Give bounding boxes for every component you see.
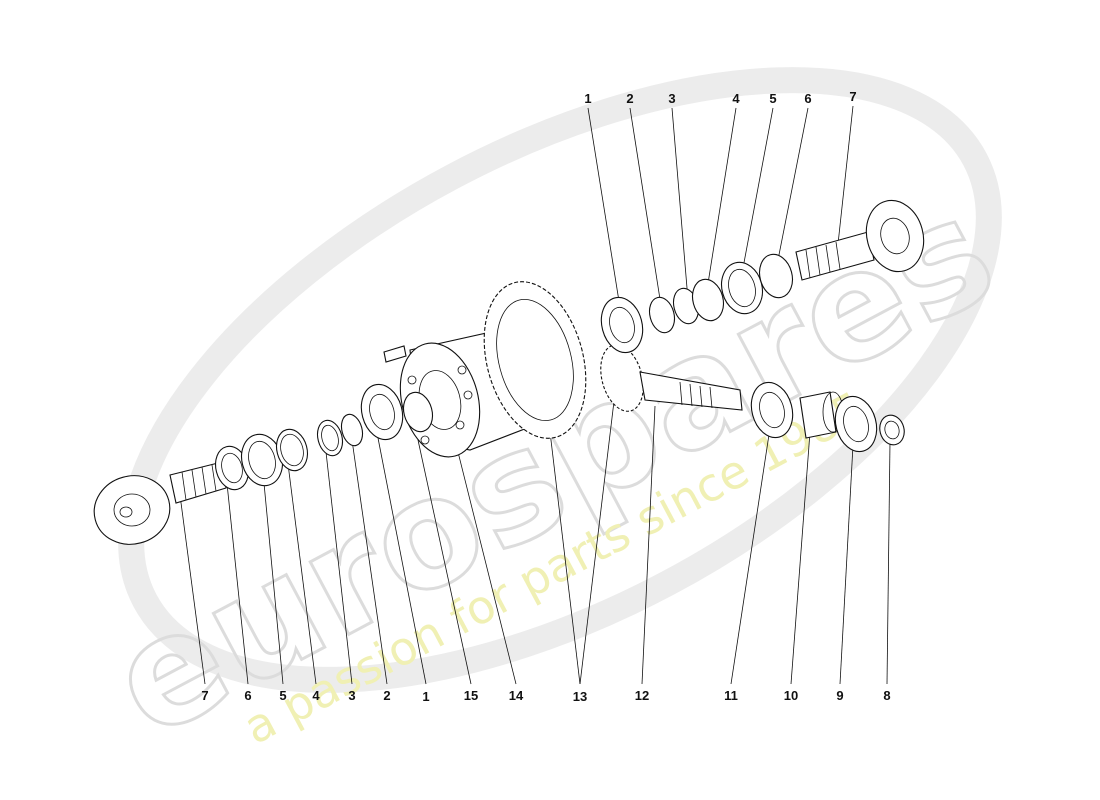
right-bearing-1 bbox=[600, 296, 644, 354]
left-flange-shaft bbox=[93, 461, 227, 545]
left-ring-2 bbox=[340, 413, 364, 447]
callout-bottom-3: 3 bbox=[348, 688, 355, 703]
watermark-swoosh bbox=[118, 67, 1002, 693]
callout-bottom-1: 1 bbox=[422, 689, 429, 704]
leader-lines bbox=[177, 105, 891, 685]
parts bbox=[93, 199, 925, 545]
callout-bottom-13: 13 bbox=[573, 689, 587, 704]
left-ring-4 bbox=[275, 428, 309, 472]
callout-top-7: 7 bbox=[849, 89, 856, 104]
pinion-shaft bbox=[600, 344, 743, 412]
callout-bottom-11: 11 bbox=[724, 688, 738, 703]
right-ring-6 bbox=[758, 253, 794, 299]
callout-bottom-8: 8 bbox=[883, 688, 890, 703]
pinion-nut-8 bbox=[879, 414, 905, 446]
callout-top-4: 4 bbox=[732, 91, 740, 106]
pinion-bearing-9 bbox=[834, 395, 878, 453]
callout-bottom-5: 5 bbox=[279, 688, 286, 703]
right-ring-2 bbox=[648, 296, 676, 334]
callout-top-5: 5 bbox=[769, 91, 776, 106]
callout-top-3: 3 bbox=[668, 91, 675, 106]
right-flange-shaft bbox=[795, 199, 925, 281]
callout-bottom-10: 10 bbox=[784, 688, 798, 703]
spacer-sleeve-10 bbox=[799, 391, 837, 439]
callouts-bottom: 7 6 5 4 3 2 1 15 14 13 12 11 10 9 8 bbox=[201, 688, 890, 704]
callout-bottom-4: 4 bbox=[312, 688, 320, 703]
callout-bottom-14: 14 bbox=[509, 688, 524, 703]
left-ring-3 bbox=[316, 419, 344, 457]
callout-bottom-7: 7 bbox=[201, 688, 208, 703]
pinion-bearing-11 bbox=[750, 381, 794, 439]
callout-bottom-2: 2 bbox=[383, 688, 390, 703]
callout-top-6: 6 bbox=[804, 91, 811, 106]
right-ring-4 bbox=[691, 278, 725, 322]
callout-top-1: 1 bbox=[584, 91, 591, 106]
callout-top-2: 2 bbox=[626, 91, 633, 106]
left-bearing-1 bbox=[360, 383, 404, 441]
callout-bottom-12: 12 bbox=[635, 688, 649, 703]
callouts-top: 1 2 3 4 5 6 7 bbox=[584, 89, 856, 106]
crown-wheel bbox=[483, 281, 587, 439]
callout-bottom-15: 15 bbox=[464, 688, 478, 703]
callout-bottom-9: 9 bbox=[836, 688, 843, 703]
callout-bottom-6: 6 bbox=[244, 688, 251, 703]
